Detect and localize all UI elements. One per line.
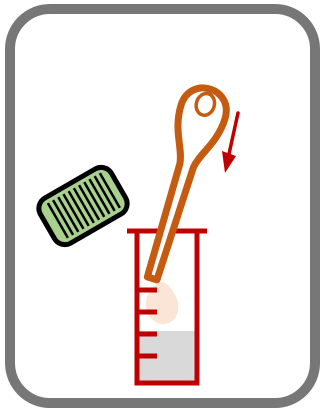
- illustration-card: [0, 0, 325, 412]
